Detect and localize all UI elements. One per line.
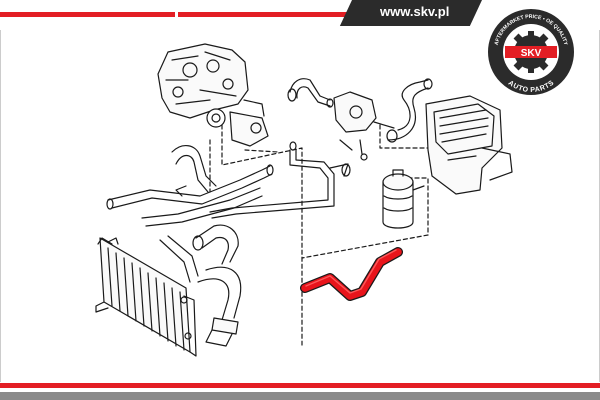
website-url[interactable]: www.skv.pl xyxy=(380,4,450,19)
heater-return-hose xyxy=(386,78,433,143)
frame-left-edge xyxy=(0,30,1,382)
upper-bypass-hose xyxy=(287,78,334,108)
engine-block xyxy=(157,43,269,147)
highlighted-hose[interactable] xyxy=(300,247,403,301)
seal-brand-banner xyxy=(505,46,557,58)
header-band: www.skv.pl xyxy=(0,0,600,30)
expansion-tank xyxy=(382,169,425,229)
footer-red-stripe xyxy=(0,383,600,388)
thermostat-housing xyxy=(333,91,395,161)
header-red-stripe-left xyxy=(0,12,175,17)
lower-radiator-hose xyxy=(192,224,242,347)
heater-supply-pipe xyxy=(209,141,351,219)
heater-core xyxy=(425,95,513,195)
skv-auto-parts-seal: SKV AFTERMARKET PRICE • OE QUALITY AUTO … xyxy=(486,7,576,97)
coolant-distribution-pipes xyxy=(106,145,274,283)
seal-brand-text: SKV xyxy=(521,48,542,59)
header-red-stripe-middle xyxy=(178,12,358,17)
radiator xyxy=(95,237,197,357)
footer-gray-stripe xyxy=(0,392,600,400)
